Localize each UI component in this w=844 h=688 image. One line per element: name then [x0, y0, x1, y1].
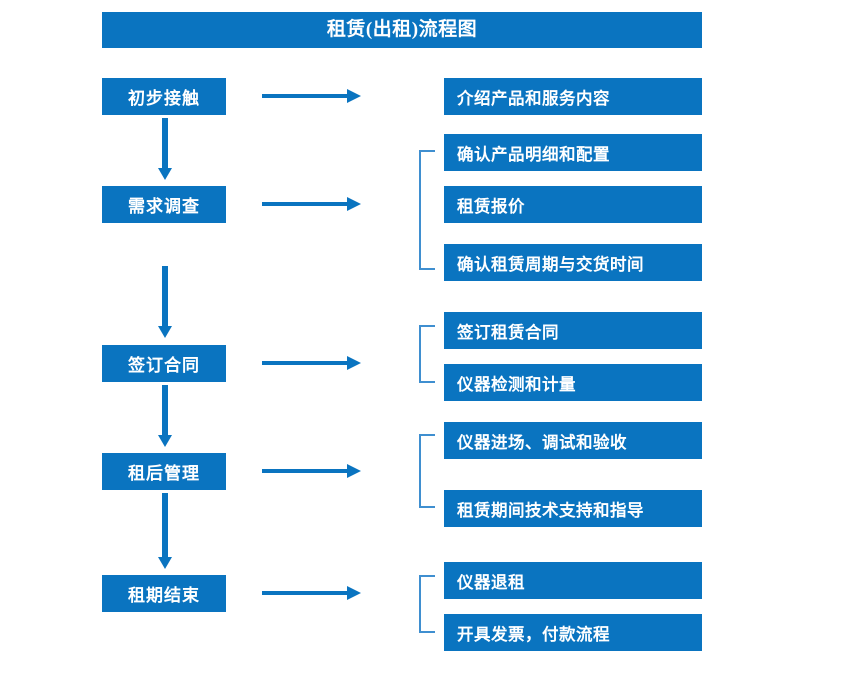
arrow-shaft: [162, 118, 168, 168]
detail-node-instrument-delivery-commissioning[interactable]: 仪器进场、调试和验收: [444, 422, 702, 459]
arrow-shaft: [162, 385, 168, 435]
arrow-right-requirement-survey: [262, 196, 361, 212]
arrow-down-contract-to-management: [158, 385, 172, 447]
detail-node-technical-support[interactable]: 租赁期间技术支持和指导: [444, 490, 702, 527]
arrow-head: [158, 557, 172, 569]
detail-node-instrument-inspection[interactable]: 仪器检测和计量: [444, 364, 702, 401]
arrow-right-post-rental-management: [262, 463, 361, 479]
stage-node-sign-contract[interactable]: 签订合同: [102, 345, 226, 382]
arrow-head: [158, 435, 172, 447]
detail-node-invoice-payment[interactable]: 开具发票，付款流程: [444, 614, 702, 651]
arrow-head: [347, 356, 361, 370]
detail-node-rental-quotation[interactable]: 租赁报价: [444, 186, 702, 223]
detail-node-instrument-return[interactable]: 仪器退租: [444, 562, 702, 599]
arrow-head: [158, 168, 172, 180]
arrow-shaft: [262, 591, 348, 595]
arrow-head: [158, 326, 172, 338]
group-bracket-rental-end: [419, 575, 435, 633]
detail-node-introduce-products[interactable]: 介绍产品和服务内容: [444, 78, 702, 115]
detail-node-sign-rental-contract[interactable]: 签订租赁合同: [444, 312, 702, 349]
stage-node-post-rental-management[interactable]: 租后管理: [102, 453, 226, 490]
stage-node-requirement-survey[interactable]: 需求调查: [102, 186, 226, 223]
arrow-head: [347, 464, 361, 478]
stage-node-rental-end[interactable]: 租期结束: [102, 575, 226, 612]
detail-node-confirm-product-spec[interactable]: 确认产品明细和配置: [444, 134, 702, 171]
arrow-head: [347, 197, 361, 211]
arrow-shaft: [262, 94, 348, 98]
arrow-right-rental-end: [262, 585, 361, 601]
arrow-shaft: [162, 266, 168, 326]
detail-node-confirm-rental-period[interactable]: 确认租赁周期与交货时间: [444, 244, 702, 281]
arrow-shaft: [162, 493, 168, 557]
arrow-down-survey-to-contract: [158, 266, 172, 338]
arrow-down-initial-to-survey: [158, 118, 172, 180]
group-bracket-post-rental-management: [419, 434, 435, 508]
group-bracket-requirement-survey: [419, 150, 435, 270]
arrow-head: [347, 89, 361, 103]
stage-node-initial-contact[interactable]: 初步接触: [102, 78, 226, 115]
arrow-shaft: [262, 469, 348, 473]
arrow-shaft: [262, 202, 348, 206]
arrow-shaft: [262, 361, 348, 365]
arrow-down-management-to-end: [158, 493, 172, 569]
arrow-right-sign-contract: [262, 355, 361, 371]
page-title: 租赁(出租)流程图: [102, 12, 702, 48]
arrow-right-initial-contact: [262, 88, 361, 104]
arrow-head: [347, 586, 361, 600]
group-bracket-sign-contract: [419, 325, 435, 383]
